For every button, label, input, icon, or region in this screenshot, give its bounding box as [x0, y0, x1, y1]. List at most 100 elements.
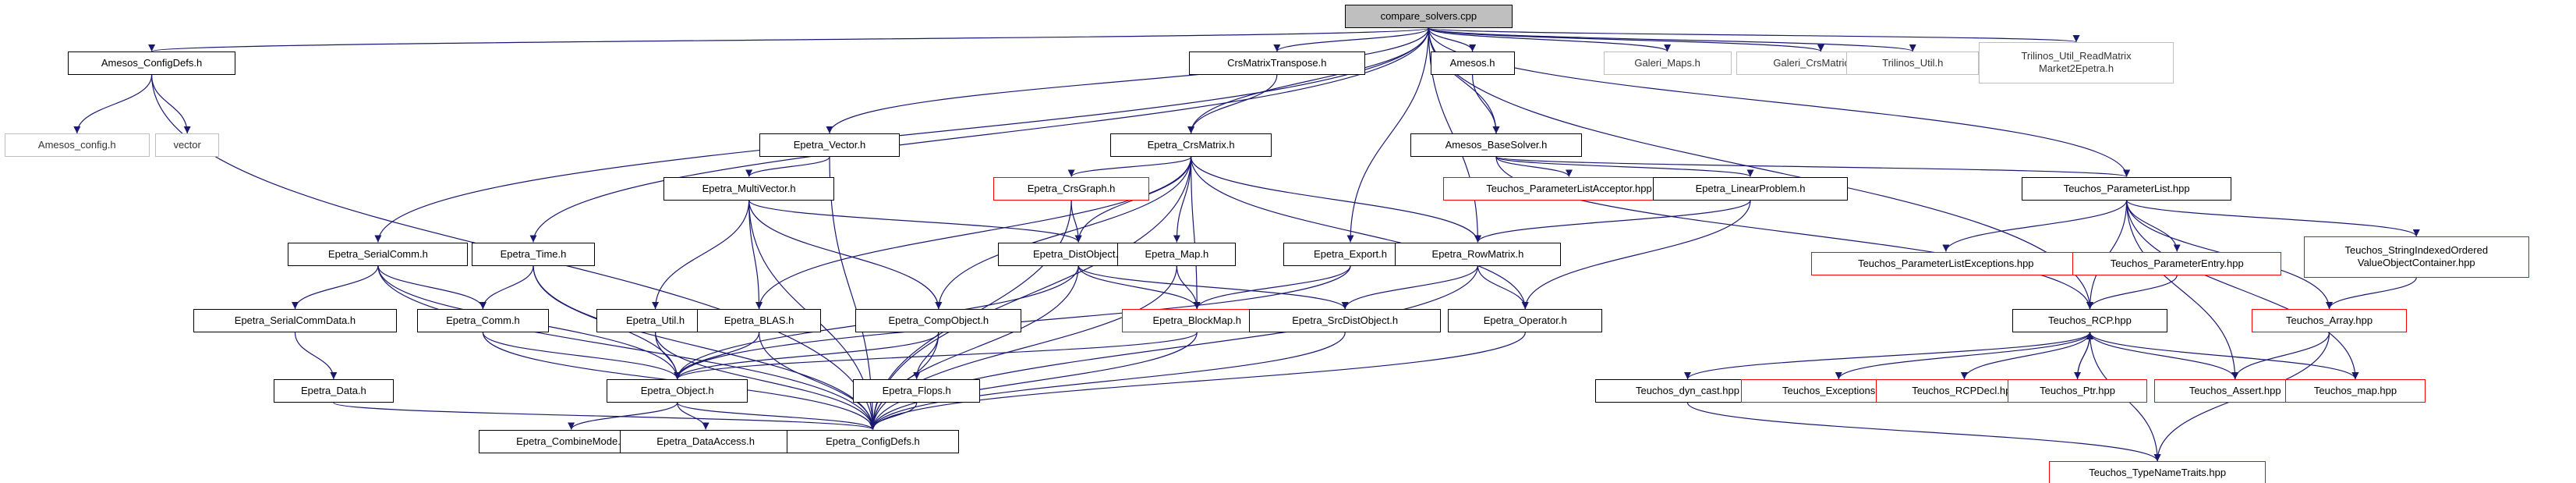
node-amesos-basesolver-h[interactable]: Amesos_BaseSolver.h	[1410, 133, 1583, 157]
edge-epetra-object-h-to-epetra-dataaccess-h	[677, 402, 709, 430]
node-trilinos-util-readmatrix[interactable]: Trilinos_Util_ReadMatrix Market2Epetra.h	[1979, 42, 2174, 83]
edge-compare-solvers-cpp-to-galeri-maps-h	[1428, 27, 1671, 52]
node-vector[interactable]: vector	[155, 133, 220, 157]
node-epetra-map-h[interactable]: Epetra_Map.h	[1117, 242, 1237, 266]
edge-epetra-crsgraph-h-to-epetra-distobject-h	[1070, 200, 1082, 243]
edge-teuchos-rcp-hpp-to-teuchos-rcpdecl-hpp	[1960, 332, 2091, 380]
node-teuchos-parameterlistacceptor-hpp[interactable]: Teuchos_ParameterListAcceptor.hpp	[1443, 176, 1695, 201]
edge-amesos-basesolver-h-to-teuchos-parameterlistacceptor-hpp	[1495, 156, 1573, 177]
node-teuchos-stringindexedordered[interactable]: Teuchos_StringIndexedOrdered ValueObject…	[2303, 236, 2529, 278]
edge-epetra-srcdistobject-h-to-epetra-configdefs-h	[869, 332, 1346, 430]
edge-crsmatrixtranspose-h-to-epetra-crsmatrix-h	[1187, 74, 1278, 134]
edge-teuchos-stringindexedordered-to-teuchos-array-hpp	[2326, 277, 2417, 310]
node-teuchos-array-hpp[interactable]: Teuchos_Array.hpp	[2252, 309, 2408, 332]
edge-compare-solvers-cpp-to-trilinos-util-readmatrix	[1428, 27, 2079, 43]
edge-teuchos-array-hpp-to-teuchos-assert-hpp	[2231, 332, 2330, 380]
edge-epetra-compobject-h-to-epetra-object-h	[674, 332, 939, 380]
node-epetra-configdefs-h[interactable]: Epetra_ConfigDefs.h	[787, 429, 959, 453]
edge-epetra-linearproblem-h-to-epetra-operator-h	[1521, 200, 1751, 310]
edge-epetra-linearproblem-h-to-epetra-rowmatrix-h	[1474, 200, 1751, 243]
node-epetra-flops-h[interactable]: Epetra_Flops.h	[853, 379, 981, 403]
node-teuchos-map-hpp[interactable]: Teuchos_map.hpp	[2284, 379, 2426, 403]
edge-teuchos-parameterlist-hpp-to-teuchos-assert-hpp	[2126, 200, 2239, 380]
edge-epetra-crsmatrix-h-to-epetra-rowmatrix-h	[1191, 156, 1481, 243]
node-teuchos-parameterlistexceptions-hpp[interactable]: Teuchos_ParameterListExceptions.hpp	[1810, 251, 2082, 275]
node-epetra-blockmap-h[interactable]: Epetra_BlockMap.h	[1122, 309, 1272, 332]
node-epetra-blas-h[interactable]: Epetra_BLAS.h	[696, 309, 822, 332]
edge-amesos-h-to-amesos-basesolver-h	[1472, 74, 1500, 134]
node-epetra-serialcommdata-h[interactable]: Epetra_SerialCommData.h	[193, 309, 398, 332]
edge-epetra-crsmatrix-h-to-epetra-operator-h	[1191, 156, 1529, 310]
edge-epetra-map-h-to-epetra-configdefs-h	[869, 265, 1177, 430]
edge-epetra-blockmap-h-to-epetra-configdefs-h	[869, 332, 1198, 430]
node-epetra-time-h[interactable]: Epetra_Time.h	[471, 242, 596, 266]
edge-epetra-time-h-to-epetra-comm-h	[479, 265, 534, 310]
node-epetra-multivector-h[interactable]: Epetra_MultiVector.h	[663, 176, 835, 201]
node-epetra-object-h[interactable]: Epetra_Object.h	[607, 379, 748, 403]
edge-amesos-basesolver-h-to-teuchos-parameterlist-hpp	[1495, 156, 2130, 178]
edge-epetra-serialcomm-h-to-epetra-configdefs-h	[377, 265, 876, 430]
edge-amesos-basesolver-h-to-epetra-linearproblem-h	[1495, 156, 1754, 178]
edge-teuchos-parameterlist-hpp-to-teuchos-map-hpp	[2126, 200, 2359, 380]
edge-epetra-rowmatrix-h-to-epetra-configdefs-h	[869, 265, 1479, 430]
edge-epetra-operator-h-to-epetra-configdefs-h	[869, 332, 1526, 430]
edge-epetra-multivector-h-to-epetra-compobject-h	[748, 200, 943, 310]
node-crsmatrixtranspose-h[interactable]: CrsMatrixTranspose.h	[1188, 51, 1366, 75]
node-epetra-crsmatrix-h[interactable]: Epetra_CrsMatrix.h	[1110, 133, 1272, 157]
edge-epetra-object-h-to-epetra-configdefs-h	[677, 402, 876, 431]
edge-epetra-multivector-h-to-epetra-util-h	[652, 200, 750, 310]
edge-teuchos-rcp-hpp-to-teuchos-dyn-cast-hpp	[1684, 332, 2091, 380]
node-epetra-crsgraph-h[interactable]: Epetra_CrsGraph.h	[993, 176, 1150, 201]
node-amesos-h[interactable]: Amesos.h	[1430, 51, 1515, 75]
node-epetra-srcdistobject-h[interactable]: Epetra_SrcDistObject.h	[1249, 309, 1442, 332]
node-compare-solvers-cpp[interactable]: compare_solvers.cpp	[1345, 5, 1513, 28]
node-epetra-operator-h[interactable]: Epetra_Operator.h	[1448, 309, 1603, 332]
node-epetra-dataaccess-h[interactable]: Epetra_DataAccess.h	[619, 429, 792, 453]
edge-compare-solvers-cpp-to-amesos-configdefs-h	[149, 27, 1429, 52]
edge-compare-solvers-cpp-to-epetra-export-h	[1346, 27, 1429, 243]
edge-epetra-blas-h-to-epetra-configdefs-h	[758, 332, 876, 430]
edge-compare-solvers-cpp-to-epetra-vector-h	[826, 27, 1429, 134]
node-trilinos-util-h[interactable]: Trilinos_Util.h	[1846, 51, 1980, 75]
node-epetra-compobject-h[interactable]: Epetra_CompObject.h	[855, 309, 1022, 332]
node-epetra-serialcomm-h[interactable]: Epetra_SerialComm.h	[288, 242, 469, 266]
edge-epetra-serialcommdata-h-to-epetra-data-h	[294, 332, 338, 380]
node-teuchos-rcp-hpp[interactable]: Teuchos_RCP.hpp	[2012, 309, 2168, 332]
edge-teuchos-rcp-hpp-to-teuchos-exceptions-hpp	[1835, 332, 2091, 380]
edge-epetra-rowmatrix-h-to-epetra-operator-h	[1477, 265, 1529, 310]
node-epetra-util-h[interactable]: Epetra_Util.h	[596, 309, 715, 332]
edge-compare-solvers-cpp-to-trilinos-util-h	[1428, 27, 1916, 52]
node-teuchos-parameterlist-hpp[interactable]: Teuchos_ParameterList.hpp	[2022, 176, 2232, 201]
edge-epetra-distobject-h-to-epetra-blockmap-h	[1077, 265, 1201, 310]
node-epetra-vector-h[interactable]: Epetra_Vector.h	[759, 133, 900, 157]
edge-teuchos-ptr-hpp-to-teuchos-rcp-hpp	[2076, 332, 2094, 380]
edge-epetra-object-h-to-epetra-combinemode-h	[568, 402, 678, 430]
edge-amesos-configdefs-h-to-vector	[150, 74, 191, 134]
edge-compare-solvers-cpp-to-amesos-h	[1428, 27, 1477, 52]
node-epetra-rowmatrix-h[interactable]: Epetra_RowMatrix.h	[1395, 242, 1561, 266]
edge-teuchos-dyn-cast-hpp-to-teuchos-typenametraits-hpp	[1686, 402, 2161, 462]
node-teuchos-ptr-hpp[interactable]: Teuchos_Ptr.hpp	[2007, 379, 2148, 403]
node-epetra-comm-h[interactable]: Epetra_Comm.h	[417, 309, 549, 332]
node-amesos-config-h[interactable]: Amesos_config.h	[5, 133, 150, 157]
node-galeri-maps-h[interactable]: Galeri_Maps.h	[1603, 51, 1732, 75]
edge-compare-solvers-cpp-to-amesos-basesolver-h	[1428, 27, 1500, 134]
node-teuchos-parameterentry-hpp[interactable]: Teuchos_ParameterEntry.hpp	[2072, 251, 2281, 275]
edge-epetra-crsmatrix-h-to-epetra-blockmap-h	[1191, 156, 1201, 310]
edge-epetra-export-h-to-epetra-blockmap-h	[1193, 265, 1351, 310]
node-amesos-configdefs-h[interactable]: Amesos_ConfigDefs.h	[67, 51, 236, 75]
edge-epetra-crsmatrix-h-to-epetra-configdefs-h	[869, 156, 1192, 430]
edge-teuchos-parameterentry-hpp-to-teuchos-rcp-hpp	[2086, 275, 2178, 310]
node-teuchos-typenametraits-hpp[interactable]: Teuchos_TypeNameTraits.hpp	[2049, 461, 2266, 483]
node-epetra-data-h[interactable]: Epetra_Data.h	[274, 379, 394, 403]
edge-epetra-blockmap-h-to-epetra-object-h	[674, 332, 1198, 380]
node-epetra-linearproblem-h[interactable]: Epetra_LinearProblem.h	[1653, 176, 1848, 201]
edge-epetra-rowmatrix-h-to-epetra-srcdistobject-h	[1341, 265, 1479, 310]
edge-epetra-comm-h-to-epetra-object-h	[482, 332, 681, 380]
edge-teuchos-parameterlist-hpp-to-teuchos-parameterlistexceptions-hpp	[1942, 200, 2128, 252]
edge-epetra-vector-h-to-epetra-multivector-h	[745, 156, 830, 177]
edge-epetra-blas-h-to-epetra-object-h	[674, 332, 760, 380]
edge-compare-solvers-cpp-to-crsmatrixtranspose-h	[1273, 27, 1429, 52]
edge-epetra-crsmatrix-h-to-epetra-crsgraph-h	[1067, 156, 1192, 178]
